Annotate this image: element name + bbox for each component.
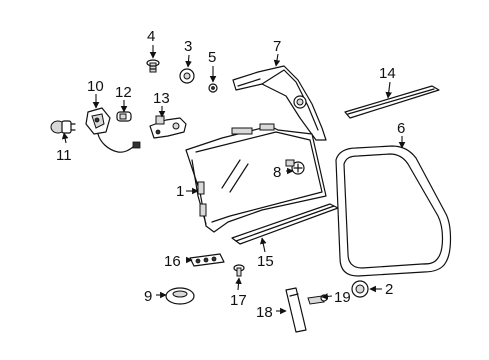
callout-14: 14	[379, 65, 396, 82]
part-11-bumper	[50, 120, 76, 134]
part-10-latch-with-cable	[85, 107, 141, 153]
callout-labels: 4 3 5 7 14 6 10 12 13 11 1 8 15 16 17 9 …	[56, 28, 405, 321]
callout-5: 5	[208, 49, 216, 66]
part-5-washer	[208, 83, 218, 93]
callout-10: 10	[87, 78, 104, 95]
part-6-seal	[335, 145, 452, 277]
callout-8: 8	[273, 164, 281, 181]
callout-6: 6	[397, 120, 405, 137]
callout-15: 15	[257, 253, 274, 270]
callout-12: 12	[115, 84, 132, 101]
part-8-stud	[285, 159, 305, 175]
callout-7: 7	[273, 38, 281, 55]
part-7-pillar-trim	[232, 65, 327, 141]
callout-17: 17	[230, 292, 247, 309]
part-12-clip	[116, 111, 132, 122]
callout-2: 2	[385, 281, 393, 298]
callout-19: 19	[334, 289, 351, 306]
part-2-cap	[351, 280, 369, 298]
leader-lines	[61, 45, 406, 315]
part-3-nut	[179, 68, 195, 84]
callout-11: 11	[56, 147, 72, 164]
part-4-screw	[146, 59, 160, 73]
callout-1: 1	[176, 183, 184, 200]
part-15-lower-moulding	[231, 203, 339, 245]
part-9-grommet	[165, 287, 195, 305]
part-13-hinge	[149, 115, 187, 139]
callout-3: 3	[184, 38, 192, 55]
part-17-push-pin	[233, 264, 245, 277]
part-14-moulding	[344, 85, 440, 119]
callout-9: 9	[144, 288, 152, 305]
part-18-bracket	[285, 287, 307, 333]
callout-4: 4	[147, 28, 155, 45]
callout-13: 13	[153, 90, 170, 107]
part-16-clip-strip	[189, 253, 225, 267]
callout-18: 18	[256, 304, 273, 321]
callout-16: 16	[164, 253, 181, 270]
